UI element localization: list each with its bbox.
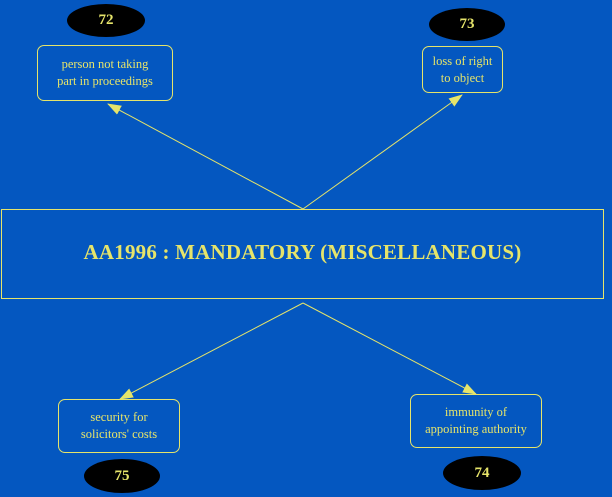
connector-to-75: [119, 302, 304, 400]
central-topic-box: AA1996 : MANDATORY (MISCELLANEOUS): [1, 209, 604, 299]
section-badge-74: 74: [443, 456, 521, 490]
section-number-75: 75: [114, 467, 130, 484]
section-number-72: 72: [98, 12, 114, 28]
connector-to-74: [302, 302, 477, 395]
connector-to-72: [107, 103, 304, 210]
connector-to-73: [302, 94, 463, 210]
topic-label-72: person not taking part in proceedings: [57, 57, 153, 88]
topic-label-75: security for solicitors' costs: [80, 410, 158, 441]
topic-label-73: loss of right to object: [432, 53, 493, 85]
topic-node-75[interactable]: security for solicitors' costs: [58, 399, 180, 453]
central-topic-title: AA1996 : MANDATORY (MISCELLANEOUS): [83, 239, 522, 264]
topic-node-72[interactable]: person not taking part in proceedings: [37, 45, 173, 101]
topic-node-74[interactable]: immunity of appointing authority: [410, 394, 542, 448]
section-number-73: 73: [459, 16, 475, 32]
section-number-74: 74: [474, 464, 490, 481]
topic-node-73[interactable]: loss of right to object: [422, 46, 503, 93]
section-badge-72: 72: [67, 4, 145, 37]
section-badge-73: 73: [429, 8, 505, 41]
section-badge-75: 75: [84, 459, 160, 493]
topic-label-74: immunity of appointing authority: [425, 405, 527, 436]
